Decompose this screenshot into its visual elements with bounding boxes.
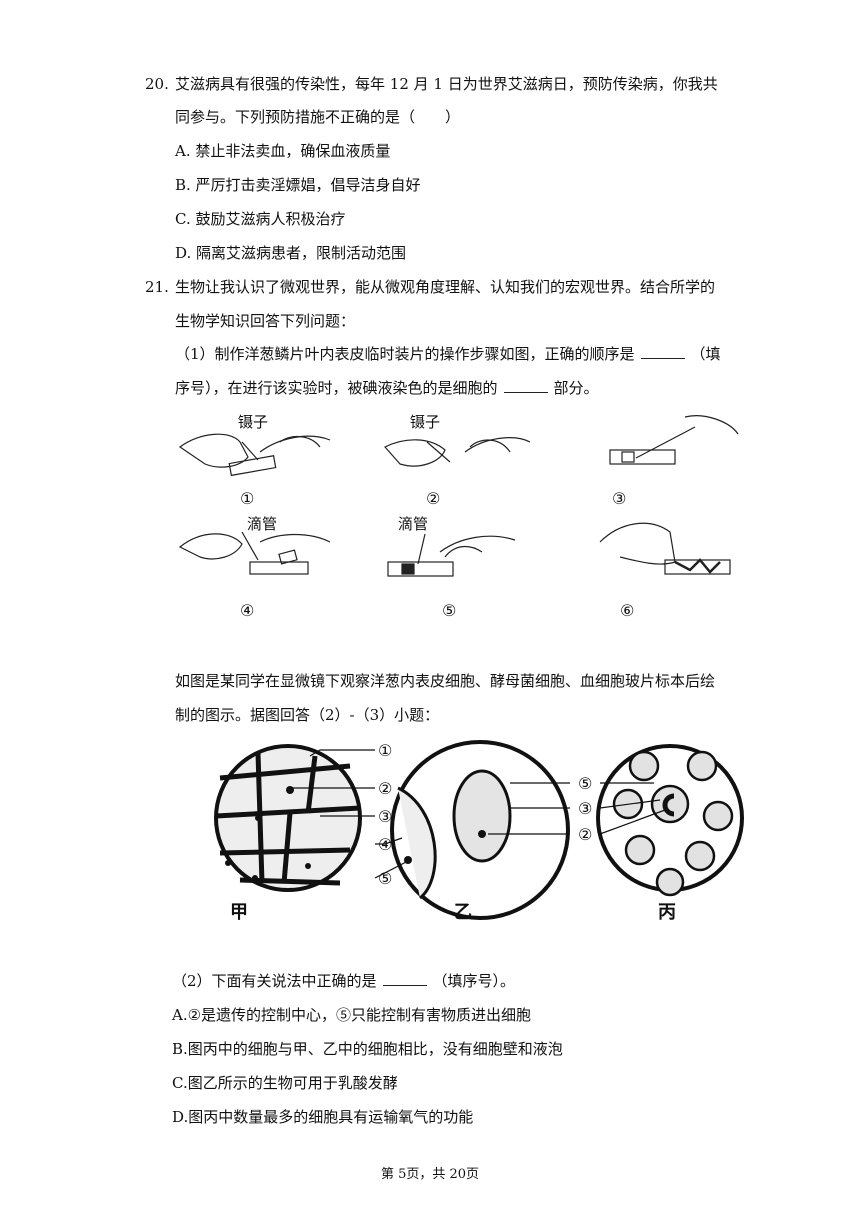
q21-intro-line1: 如图是某同学在显微镜下观察洋葱内表皮细胞、酵母菌细胞、血细胞玻片标本后绘 xyxy=(175,672,716,690)
step3-illustration xyxy=(609,415,739,465)
answer-blank-3[interactable] xyxy=(382,971,427,986)
q21-part1-line2: 序号），在进行该实验时，被碘液染色的是细胞的 部分。 xyxy=(175,377,599,399)
q20-option-a: A. 禁止非法卖血，确保血液质量 xyxy=(175,142,391,160)
answer-blank-1[interactable] xyxy=(640,344,685,359)
callout-right-5: ⑤ xyxy=(578,774,592,793)
step1-number: ① xyxy=(240,489,254,508)
q20-option-d: D. 隔离艾滋病患者，限制活动范围 xyxy=(175,244,407,262)
part2-option-d: D.图丙中数量最多的细胞具有运输氧气的功能 xyxy=(172,1108,474,1126)
part2-option-b: B.图丙中的细胞与甲、乙中的细胞相比，没有细胞壁和液泡 xyxy=(172,1040,563,1058)
step1-illustration xyxy=(178,433,331,477)
step5-illustration xyxy=(387,533,516,577)
part1-text-b: （填 xyxy=(690,345,721,363)
blood-cells-bing xyxy=(596,744,744,897)
part2-option-a: A.②是遗传的控制中心，⑤只能控制有害物质进出细胞 xyxy=(172,1006,532,1024)
part2-option-c: C.图乙所示的生物可用于乳酸发酵 xyxy=(172,1074,398,1092)
cells-figure: ① ② ③ ④ ⑤ ⑤ ③ ② 甲 乙 丙 xyxy=(214,740,744,923)
part2-text-a: （2）下面有关说法中正确的是 xyxy=(172,972,377,990)
q20-option-b: B. 严厉打击卖淫嫖娼，倡导洁身自好 xyxy=(175,176,421,194)
step1-tool-label: 镊子 xyxy=(238,413,268,431)
part1-text-c: 序号），在进行该实验时，被碘液染色的是细胞的 xyxy=(175,379,498,397)
q21-part2-stem: （2）下面有关说法中正确的是 （填序号）。 xyxy=(172,970,515,992)
step4-number: ④ xyxy=(240,601,254,620)
page-footer: 第 5页，共 20页 xyxy=(380,1167,480,1182)
callout-left-5: ⑤ xyxy=(378,869,392,888)
onion-cells-jia xyxy=(214,744,362,892)
yeast-cell-yi xyxy=(390,740,570,920)
q21-stem-line1: 生物让我认识了微观世界，能从微观角度理解、认知我们的宏观世界。结合所学的 xyxy=(175,278,716,296)
step4-tool-label: 滴管 xyxy=(247,515,277,533)
part1-text-a: （1）制作洋葱鳞片叶内表皮临时装片的操作步骤如图，正确的顺序是 xyxy=(175,345,635,363)
q20-option-c: C. 鼓励艾滋病人积极治疗 xyxy=(175,210,346,228)
step6-number: ⑥ xyxy=(620,601,634,620)
callout-left-2: ② xyxy=(378,779,392,798)
label-yi: 乙 xyxy=(454,902,472,923)
step2-tool-label: 镊子 xyxy=(410,413,440,431)
callout-left-3: ③ xyxy=(378,807,392,826)
callout-left-4: ④ xyxy=(378,835,392,854)
step2-illustration xyxy=(384,437,531,467)
q21-part1-line1: （1）制作洋葱鳞片叶内表皮临时装片的操作步骤如图，正确的顺序是 （填 xyxy=(175,343,721,365)
q20-stem-line1: 艾滋病具有很强的传染性，每年 12 月 1 日为世界艾滋病日，预防传染病，你我共 xyxy=(175,75,718,93)
callout-right-2: ② xyxy=(578,825,592,844)
step3-number: ③ xyxy=(612,489,626,508)
q20-number: 20. xyxy=(145,75,169,93)
q21-stem-line2: 生物学知识回答下列问题： xyxy=(175,312,356,330)
step4-illustration xyxy=(178,531,331,575)
step6-illustration xyxy=(599,522,731,575)
callout-right-3: ③ xyxy=(578,799,592,818)
part1-text-d: 部分。 xyxy=(553,379,599,397)
q21-intro-line2: 制的图示。据图回答（2）-（3）小题： xyxy=(175,706,440,724)
label-jia: 甲 xyxy=(230,902,248,923)
label-bing: 丙 xyxy=(658,902,676,923)
q20-stem-line2: 同参与。下列预防措施不正确的是（ ） xyxy=(175,108,461,126)
slide-preparation-steps-figure: 镊子 镊子 滴管 滴管 ① ② ③ ④ ⑤ ⑥ xyxy=(178,413,739,620)
callout-left-1: ① xyxy=(378,741,392,760)
q21-number: 21. xyxy=(145,278,169,296)
step5-tool-label: 滴管 xyxy=(398,515,428,533)
step5-number: ⑤ xyxy=(442,601,456,620)
answer-blank-2[interactable] xyxy=(503,378,548,393)
step2-number: ② xyxy=(426,489,440,508)
part2-text-b: （填序号）。 xyxy=(432,972,516,990)
